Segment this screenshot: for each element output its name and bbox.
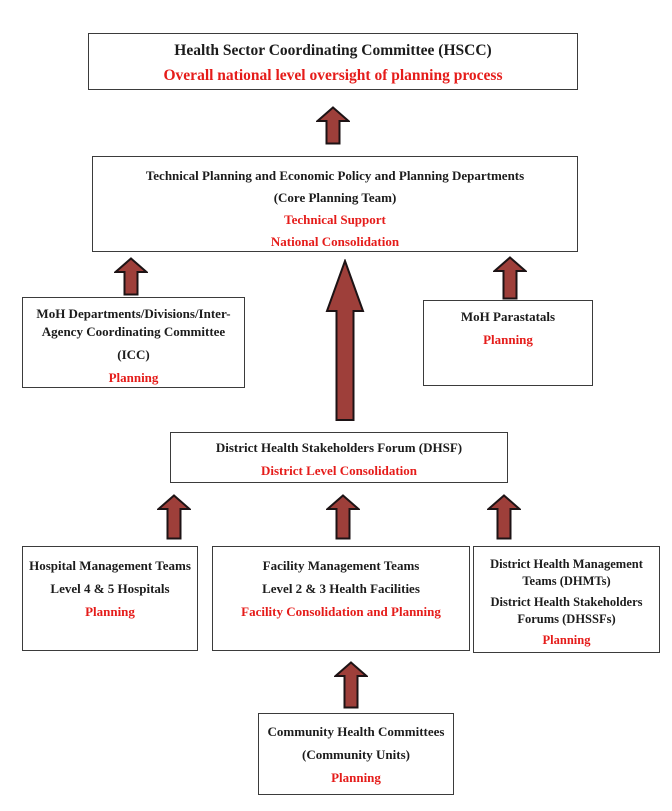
node-dhsf-role: District Level Consolidation bbox=[261, 463, 417, 478]
up-arrow-dhsf-to-core bbox=[325, 259, 365, 421]
up-arrow-icc-to-core bbox=[114, 257, 148, 296]
node-community: Community Health Committees (Community U… bbox=[258, 713, 454, 795]
node-dhmt-role: Planning bbox=[542, 633, 591, 647]
node-facility-subtitle: Level 2 & 3 Health Facilities bbox=[262, 581, 420, 596]
up-arrow-core-to-hscc bbox=[316, 106, 350, 145]
node-icc-title: MoH Departments/Divisions/Inter-Agency C… bbox=[36, 306, 231, 339]
node-hscc: Health Sector Coordinating Committee (HS… bbox=[88, 33, 578, 90]
node-dhmt-title: District Health Management Teams (DHMTs) bbox=[490, 557, 643, 588]
up-arrow-community-to-facility bbox=[334, 661, 368, 709]
node-hospital-title: Hospital Management Teams bbox=[29, 558, 191, 573]
node-parastatals: MoH Parastatals Planning bbox=[423, 300, 593, 386]
up-arrow-hospital-to-dhsf bbox=[157, 494, 191, 540]
node-core-team-title: Technical Planning and Economic Policy a… bbox=[145, 168, 525, 183]
node-facility: Facility Management Teams Level 2 & 3 He… bbox=[212, 546, 470, 651]
node-facility-title: Facility Management Teams bbox=[262, 558, 420, 573]
node-community-role: Planning bbox=[331, 770, 381, 785]
node-core-team-role1: Technical Support bbox=[284, 212, 386, 227]
node-dhmt: District Health Management Teams (DHMTs)… bbox=[473, 546, 660, 653]
node-community-title: Community Health Committees bbox=[267, 724, 445, 739]
node-hospital-role: Planning bbox=[85, 604, 135, 619]
node-dhsf-title: District Health Stakeholders Forum (DHSF… bbox=[215, 440, 463, 455]
node-community-subtitle: (Community Units) bbox=[302, 747, 410, 762]
node-parastatals-title: MoH Parastatals bbox=[460, 309, 556, 324]
up-arrow-facility-to-dhsf bbox=[326, 494, 360, 540]
node-dhsf: District Health Stakeholders Forum (DHSF… bbox=[170, 432, 508, 483]
node-icc-subtitle: (ICC) bbox=[117, 347, 150, 362]
node-icc-role: Planning bbox=[108, 370, 159, 385]
node-core-team-subtitle: (Core Planning Team) bbox=[273, 190, 397, 205]
node-hscc-role: Overall national level oversight of plan… bbox=[163, 67, 503, 84]
node-core-team-role2: National Consolidation bbox=[270, 234, 400, 249]
up-arrow-parastatals-to-core bbox=[493, 256, 527, 300]
node-core-team: Technical Planning and Economic Policy a… bbox=[92, 156, 578, 252]
node-dhmt-subtitle: District Health Stakeholders Forums (DHS… bbox=[490, 595, 643, 626]
node-hospital: Hospital Management Teams Level 4 & 5 Ho… bbox=[22, 546, 198, 651]
up-arrow-dhmt-to-dhsf bbox=[487, 494, 521, 540]
node-icc: MoH Departments/Divisions/Inter-Agency C… bbox=[22, 297, 245, 388]
node-parastatals-role: Planning bbox=[483, 332, 533, 347]
node-hospital-subtitle: Level 4 & 5 Hospitals bbox=[50, 581, 170, 596]
node-facility-role: Facility Consolidation and Planning bbox=[241, 604, 441, 619]
node-hscc-title: Health Sector Coordinating Committee (HS… bbox=[174, 42, 492, 59]
